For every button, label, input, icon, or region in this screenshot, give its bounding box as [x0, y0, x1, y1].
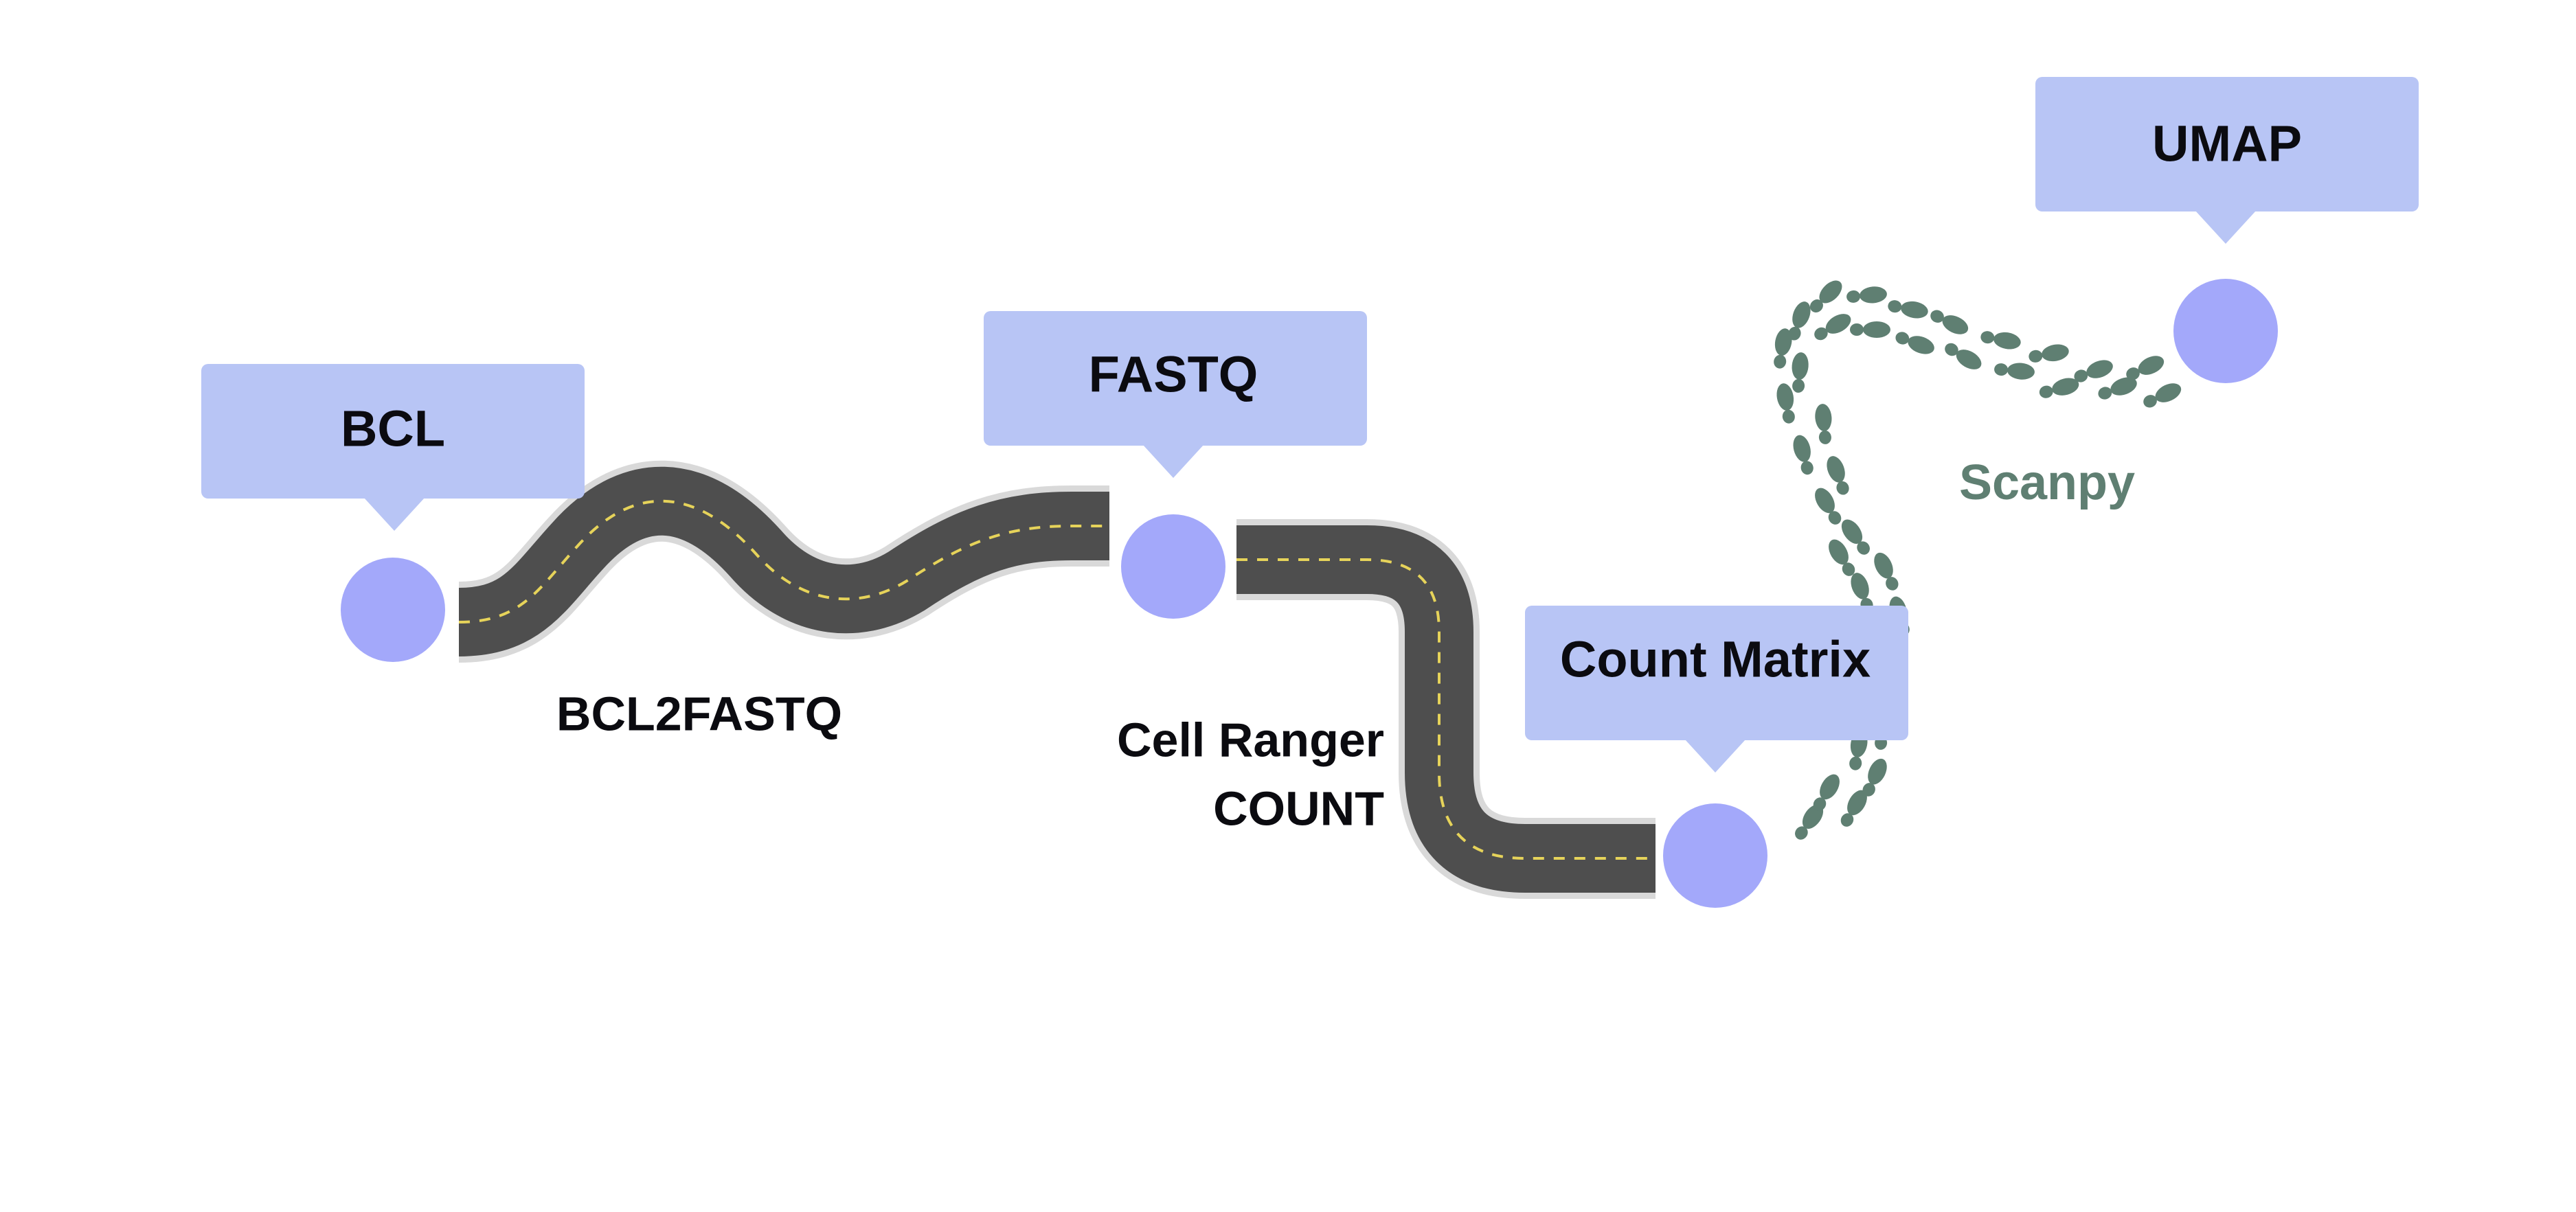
node-umap	[2173, 279, 2278, 383]
footprint-icon	[1774, 328, 1792, 369]
footprint-icon	[1815, 488, 1842, 525]
footprint-icon	[1829, 539, 1855, 576]
step-label-scanpy: Scanpy	[1959, 455, 2135, 510]
node-fastq	[1121, 514, 1225, 619]
node-bcl	[341, 558, 445, 662]
footprint-icon	[1930, 310, 1969, 334]
node-count-matrix	[1663, 803, 1767, 908]
footprint-icon	[1841, 519, 1870, 555]
step-label-cellranger-line1: Cell Ranger	[1117, 713, 1384, 766]
callout-umap: UMAP	[2035, 77, 2419, 244]
footprint-icon	[1850, 321, 1890, 338]
footprint-icon	[2098, 377, 2137, 400]
road-fastq-to-count-matrix	[1236, 519, 1656, 899]
footprint-icon	[1840, 790, 1867, 827]
footprint-icon	[1846, 286, 1887, 304]
footprint-icon	[2126, 356, 2165, 380]
footprint-icon	[2039, 378, 2079, 398]
footprint-icon	[1793, 435, 1814, 475]
footprint-icon	[1813, 774, 1840, 811]
footprint-icon	[1827, 456, 1849, 495]
callout-bcl: BCL	[201, 364, 585, 531]
label-umap: UMAP	[2152, 115, 2302, 172]
footprint-icon	[1815, 404, 1832, 444]
footprint-icon	[2143, 383, 2182, 408]
footprint-icon	[1874, 552, 1899, 591]
step-label-bcl2fastq: BCL2FASTQ	[556, 687, 842, 740]
footprint-icon	[1994, 363, 2035, 380]
footprint-icon	[1814, 314, 1851, 341]
label-count-matrix: Count Matrix	[1560, 631, 1871, 688]
footprint-icon	[1776, 383, 1795, 424]
footprint-icon	[2074, 360, 2113, 382]
footprint-icon	[1809, 280, 1842, 313]
callout-fastq: FASTQ	[984, 311, 1367, 478]
footprint-icon	[1945, 343, 1982, 369]
footprint-icon	[2029, 344, 2069, 363]
footprint-trail	[1774, 280, 2182, 840]
footprint-icon	[1895, 332, 1934, 354]
footprint-icon	[1788, 301, 1811, 341]
road-bcl-to-fastq	[457, 460, 1112, 663]
footprint-icon	[1980, 331, 2021, 350]
label-bcl: BCL	[341, 400, 445, 457]
footprint-icon	[1862, 758, 1887, 797]
footprint-icon	[1792, 352, 1809, 393]
callout-count-matrix: Count Matrix	[1525, 606, 1908, 773]
step-label-cellranger-line2: COUNT	[1213, 781, 1384, 835]
footprint-icon	[1888, 300, 1928, 319]
label-fastq: FASTQ	[1089, 346, 1258, 403]
